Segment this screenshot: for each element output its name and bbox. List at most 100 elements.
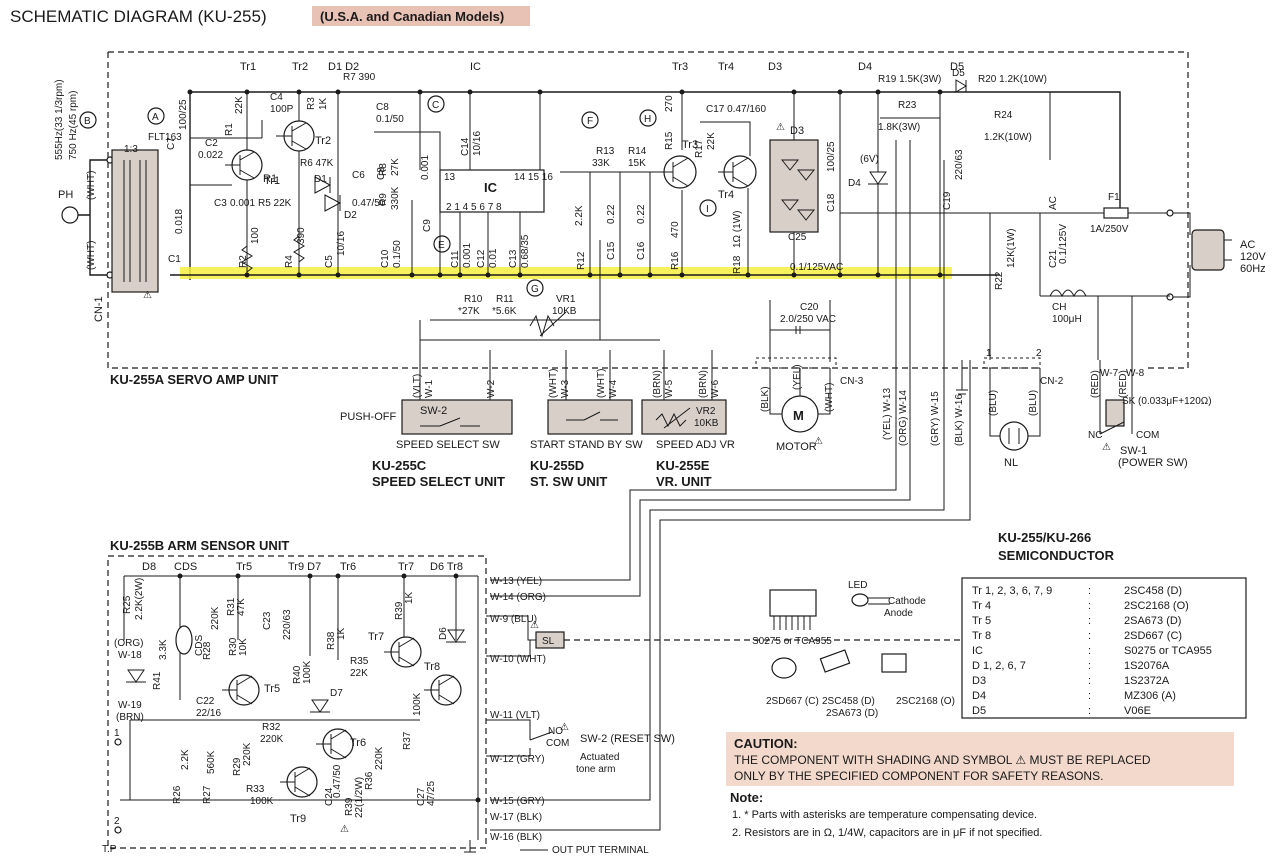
servo-amp-frame [108,51,1189,369]
svg-text:⚠: ⚠ [1102,442,1111,453]
svg-text:E: E [438,240,445,251]
svg-text:R31: R31 [226,597,237,616]
svg-text:2.2K(2W): 2.2K(2W) [134,578,145,620]
svg-text:1: 1 [986,348,992,359]
semiconductor-sep: : [1088,675,1091,687]
svg-text:R12: R12 [576,251,587,270]
svg-text:C7: C7 [166,137,177,150]
svg-text:R36: R36 [364,771,375,790]
speed-select-switch-box [401,399,513,435]
semiconductor-title-2: SEMICONDUCTOR [998,548,1115,563]
caution-box [726,732,1234,786]
svg-text:12K(1W): 12K(1W) [1006,229,1017,268]
note-title: Note: [730,790,763,805]
svg-text:100K: 100K [412,692,423,716]
svg-text:(POWER SW): (POWER SW) [1118,457,1188,469]
svg-text:D1: D1 [314,174,327,185]
semiconductor-value: 2SC2168 (O) [1124,600,1189,612]
svg-text:D6 Tr8: D6 Tr8 [430,561,463,573]
svg-text:CDS: CDS [174,561,197,573]
svg-text:R41: R41 [152,671,163,690]
svg-text:C8: C8 [376,167,387,180]
svg-text:100P: 100P [270,104,294,115]
vr-unit-name: VR. UNIT [656,474,712,489]
svg-text:220K: 220K [210,606,221,630]
svg-text:2.2K: 2.2K [574,205,585,226]
svg-text:1.2K(10W): 1.2K(10W) [984,132,1032,143]
svg-text:R28: R28 [202,641,213,660]
svg-text:47K: 47K [236,598,247,616]
svg-text:C20: C20 [800,302,819,313]
svg-text:W-18: W-18 [118,650,142,661]
svg-text:⚠: ⚠ [560,722,569,733]
svg-text:C13: C13 [508,249,519,268]
svg-text:22/16: 22/16 [196,708,221,719]
svg-text:R40: R40 [292,665,303,684]
svg-text:T.P: T.P [102,844,117,855]
svg-text:W-11 (VLT): W-11 (VLT) [490,710,540,721]
svg-text:R20 1.2K(10W): R20 1.2K(10W) [978,74,1047,85]
svg-text:220K: 220K [374,746,385,770]
semiconductor-title-1: KU-255/KU-266 [998,530,1091,545]
svg-text:AC: AC [1048,196,1059,210]
svg-text:330K: 330K [390,186,401,210]
svg-text:*5.6K: *5.6K [492,306,517,317]
speed-select-unit-id: KU-255C [372,458,427,473]
svg-text:22K: 22K [350,668,368,679]
svg-text:R18: R18 [732,255,743,274]
svg-text:D7: D7 [330,688,343,699]
svg-text:10KB: 10KB [694,418,719,429]
svg-text:R30: R30 [228,637,239,656]
svg-text:2SD667 (C): 2SD667 (C) [766,696,819,707]
svg-text:R5 22K: R5 22K [258,198,292,209]
svg-text:C12: C12 [476,249,487,268]
caution-line-2: ONLY BY THE SPECIFIED COMPONENT FOR SAFE… [734,769,1103,783]
svg-text:Tr2: Tr2 [315,135,331,147]
svg-text:2.2K: 2.2K [180,749,191,770]
svg-text:1:3: 1:3 [124,144,138,155]
svg-text:Tr7: Tr7 [398,561,414,573]
semiconductor-value: 2SC458 (D) [1124,585,1182,597]
svg-text:⚠: ⚠ [814,436,823,447]
svg-text:R8: R8 [378,163,389,176]
svg-text:D4: D4 [848,178,861,189]
svg-text:CH: CH [1052,302,1066,313]
svg-text:R14: R14 [628,146,647,157]
svg-text:R19 1.5K(3W): R19 1.5K(3W) [878,74,941,85]
svg-text:D8: D8 [142,561,156,573]
svg-text:R39: R39 [394,601,405,620]
svg-text:⚠: ⚠ [530,620,539,631]
fuse-f1 [1103,207,1129,219]
svg-text:Tr3: Tr3 [672,61,688,73]
svg-text:Tr4: Tr4 [718,61,734,73]
svg-text:2SC2168 (O): 2SC2168 (O) [896,696,955,707]
svg-text:1Ω (1W): 1Ω (1W) [732,211,743,248]
svg-text:C: C [432,100,439,111]
svg-text:SW-1: SW-1 [1120,445,1147,457]
vr-unit-id: KU-255E [656,458,710,473]
svg-text:IC: IC [484,180,498,195]
semiconductor-sep: : [1088,660,1091,672]
svg-text:(BLK) W-16: (BLK) W-16 [954,394,965,446]
svg-text:Tr5: Tr5 [264,683,280,695]
svg-text:D2: D2 [344,210,357,221]
svg-text:D3: D3 [790,125,804,137]
speed-select-unit-name: SPEED SELECT UNIT [372,474,505,489]
svg-text:2: 2 [1036,348,1042,359]
svg-text:C18: C18 [826,193,837,212]
svg-text:0.01: 0.01 [488,248,499,268]
svg-text:W-19: W-19 [118,700,142,711]
svg-text:A: A [152,112,159,123]
svg-text:0.22: 0.22 [636,204,647,224]
ph-label: PH [58,189,73,201]
svg-text:0.1/125V: 0.1/125V [1058,224,1069,264]
semiconductor-sep: : [1088,705,1091,717]
svg-text:(ORG): (ORG) [114,638,143,649]
svg-text:R35: R35 [350,656,369,667]
svg-text:1.8K(3W): 1.8K(3W) [878,122,920,133]
svg-text:R15: R15 [664,131,675,150]
freq-note-1: 555Hz(33 1/3rpm) [54,79,65,160]
svg-text:1: 1 [114,728,120,739]
svg-text:22(1/2W): 22(1/2W) [354,777,365,818]
nl-neon-lamp-icon [999,421,1029,451]
